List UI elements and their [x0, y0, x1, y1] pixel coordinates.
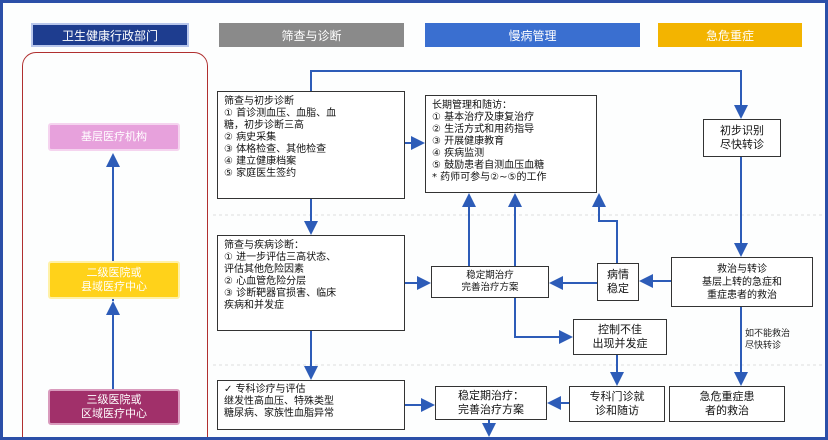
box-line: 出现并发症: [592, 337, 648, 350]
box-line: ① 首诊测血压、血脂、血: [224, 108, 337, 119]
box-line: 疾病和并发症: [224, 300, 284, 311]
box-line: ④ 建立健康档案: [224, 156, 297, 167]
level-secondary-line: 县域医疗中心: [81, 280, 147, 293]
header-emergency: 急危重症: [658, 23, 802, 47]
box-line: ① 基本治疗及康复治疗: [432, 112, 535, 123]
box-condition-stable: 病情 稳定: [597, 263, 639, 301]
arrows-layer: [106, 70, 825, 437]
box-long-term-management: 长期管理和随访： ① 基本治疗及康复治疗 ② 生活方式和用药指导 ③ 开展健康教…: [425, 95, 597, 193]
box-poor-control: 控制不佳 出现并发症: [573, 319, 667, 355]
admin-frame: [22, 52, 208, 437]
box-line: 控制不佳: [598, 323, 642, 336]
box-line: 重症患者的救治: [707, 289, 777, 301]
level-secondary-line: 二级医院或: [86, 266, 142, 279]
box-line: ② 心血管危险分层: [224, 276, 307, 287]
box-line: 筛查与疾病诊断：: [224, 240, 304, 251]
box-line: 评估其他危险因素: [224, 264, 304, 275]
box-line: ⑤ 家庭医生签约: [224, 168, 297, 179]
box-stable-treatment-tertiary: 稳定期治疗： 完善治疗方案: [435, 386, 547, 420]
header-chronic: 慢病管理: [425, 23, 640, 47]
box-line: ⑤ 鼓励患者自测血压血糖: [432, 160, 545, 171]
box-initial-screening: 筛查与初步诊断 ① 首诊测血压、血脂、血 糖，初步诊断三高 ② 病史采集 ③ 体…: [217, 91, 405, 199]
box-line: 尽快转诊: [720, 138, 764, 151]
note-line: 尽快转诊: [745, 341, 782, 351]
note-line: 如不能救治: [745, 329, 791, 339]
box-disease-screening: 筛查与疾病诊断： ① 进一步评估三高状态、 评估其他危险因素 ② 心血管危险分层…: [217, 235, 405, 331]
level-primary: 基层医疗机构: [48, 123, 180, 151]
note-transfer: 如不能救治 尽快转诊: [745, 328, 821, 352]
level-tertiary: 三级医院或 区域医疗中心: [48, 389, 180, 425]
level-tertiary-line: 区域医疗中心: [81, 407, 147, 420]
box-line: 稳定: [607, 282, 629, 295]
box-line: 糖尿病、家族性血脂异常: [224, 408, 334, 419]
level-secondary: 二级医院或 县域医疗中心: [48, 261, 180, 299]
box-line: ✓ 专科诊疗与评估: [224, 384, 306, 395]
box-line: 病情: [607, 268, 629, 281]
box-line: 者的救治: [705, 404, 749, 417]
box-line: ③ 体格检查、其他检查: [224, 144, 327, 155]
box-stable-treatment-secondary: 稳定期治疗 完善治疗方案: [431, 266, 549, 298]
box-line: ③ 诊断靶器官损害、临床: [224, 288, 337, 299]
box-line: 救治与转诊: [717, 263, 767, 275]
box-line: 稳定期治疗: [466, 270, 514, 281]
box-line: ② 病史采集: [224, 132, 277, 143]
box-line: 完善治疗方案: [461, 282, 519, 293]
level-primary-label: 基层医疗机构: [81, 130, 147, 143]
header-admin: 卫生健康行政部门: [31, 23, 189, 47]
box-line: 基层上转的急症和: [702, 276, 782, 288]
box-line: 完善治疗方案: [458, 403, 524, 416]
row-separators: [213, 214, 825, 366]
box-line: 稳定期治疗：: [458, 389, 524, 402]
box-line: ③ 开展健康教育: [432, 136, 505, 147]
box-rescue-referral: 救治与转诊 基层上转的急症和 重症患者的救治: [671, 257, 813, 307]
box-emergency-treatment: 急危重症患 者的救治: [669, 386, 785, 422]
box-line: ① 进一步评估三高状态、: [224, 252, 337, 263]
box-line: 长期管理和随访：: [432, 100, 512, 111]
box-line: ② 生活方式和用药指导: [432, 124, 535, 135]
box-line: * 药师可参与②~⑤的工作: [432, 172, 547, 183]
box-line: ④ 疾病监测: [432, 148, 485, 159]
box-specialist-assessment: ✓ 专科诊疗与评估 继发性高血压、特殊类型 糖尿病、家族性血脂异常: [217, 380, 405, 430]
level-tertiary-line: 三级医院或: [86, 393, 142, 406]
header-screening: 筛查与诊断: [219, 23, 404, 47]
box-specialist-clinic: 专科门诊就 诊和随访: [569, 386, 665, 422]
box-line: 糖，初步诊断三高: [224, 120, 304, 131]
box-line: 筛查与初步诊断: [224, 96, 294, 107]
box-line: 专科门诊就: [589, 390, 645, 403]
box-line: 急危重症患: [699, 390, 755, 403]
box-line: 继发性高血压、特殊类型: [224, 396, 334, 407]
box-line: 初步识别: [720, 124, 764, 137]
box-line: 诊和随访: [595, 404, 639, 417]
box-early-identification: 初步识别 尽快转诊: [703, 119, 781, 157]
